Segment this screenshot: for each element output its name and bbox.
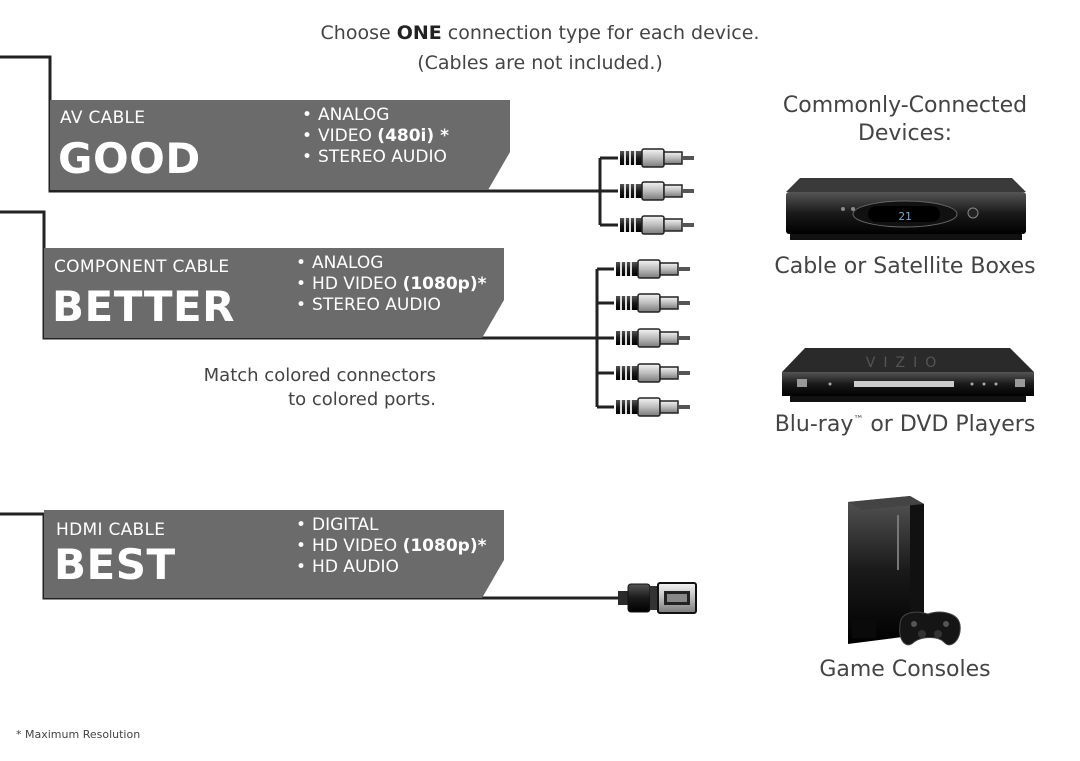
feature-item: •STEREO AUDIO <box>302 147 447 167</box>
cable-name: AV CABLE <box>60 108 146 128</box>
hdmi-connector-icon <box>618 582 697 614</box>
heading-line: Commonly-Connected <box>782 93 1028 118</box>
instruction-text-post: connection type for each device. <box>441 22 760 44</box>
feature-item: •ANALOG <box>302 105 390 125</box>
bluray-player-icon: VIZIO <box>782 348 1034 402</box>
instruction-line: Choose ONE connection type for each devi… <box>0 22 1080 44</box>
cable-box-icon: 21 <box>786 178 1026 240</box>
feature-list: •DIGITAL •HD VIDEO (1080p)* •HD AUDIO <box>296 515 487 578</box>
instruction-text-pre: Choose <box>320 22 397 44</box>
note-line: to colored ports. <box>288 389 436 410</box>
feature-item: •VIDEO (480i) * <box>302 126 449 146</box>
bluray-player-label: Blu-ray™ or DVD Players <box>774 412 1036 437</box>
cable-grade: GOOD <box>58 134 201 183</box>
av-rca-connectors <box>619 148 695 235</box>
instruction-emphasis: ONE <box>396 22 442 44</box>
cable-grade: BEST <box>54 540 176 589</box>
note-line: Match colored connectors <box>203 365 436 386</box>
feature-list: •ANALOG •VIDEO (480i) * •STEREO AUDIO <box>302 105 449 168</box>
svg-text:21: 21 <box>898 210 911 223</box>
cable-name: HDMI CABLE <box>56 520 166 540</box>
component-cable-panel: COMPONENT CABLE BETTER •ANALOG •HD VIDEO… <box>44 248 504 338</box>
footnote: * Maximum Resolution <box>16 728 141 741</box>
feature-item: •HD AUDIO <box>296 557 399 577</box>
feature-item: •STEREO AUDIO <box>296 295 441 315</box>
av-cable-panel: AV CABLE GOOD •ANALOG •VIDEO (480i) * •S… <box>50 100 510 190</box>
cables-not-included-note: (Cables are not included.) <box>417 52 663 74</box>
component-rca-connectors <box>615 259 691 417</box>
feature-item: •DIGITAL <box>296 515 379 535</box>
cable-box-label: Cable or Satellite Boxes <box>774 254 1036 279</box>
heading-line: Devices: <box>857 121 953 146</box>
hdmi-cable-panel: HDMI CABLE BEST •DIGITAL •HD VIDEO (1080… <box>44 510 504 598</box>
cable-grade: BETTER <box>52 282 235 331</box>
match-connectors-note: Match colored connectors to colored port… <box>150 364 436 412</box>
feature-item: •ANALOG <box>296 253 384 273</box>
game-console-label: Game Consoles <box>819 657 991 682</box>
feature-item: •HD VIDEO (1080p)* <box>296 536 487 556</box>
game-console-icon <box>848 496 961 646</box>
cable-name: COMPONENT CABLE <box>54 257 230 277</box>
svg-text:VIZIO: VIZIO <box>866 355 944 371</box>
feature-list: •ANALOG •HD VIDEO (1080p)* •STEREO AUDIO <box>296 253 487 316</box>
devices-heading: Commonly-Connected Devices: <box>760 92 1050 148</box>
feature-item: •HD VIDEO (1080p)* <box>296 274 487 294</box>
